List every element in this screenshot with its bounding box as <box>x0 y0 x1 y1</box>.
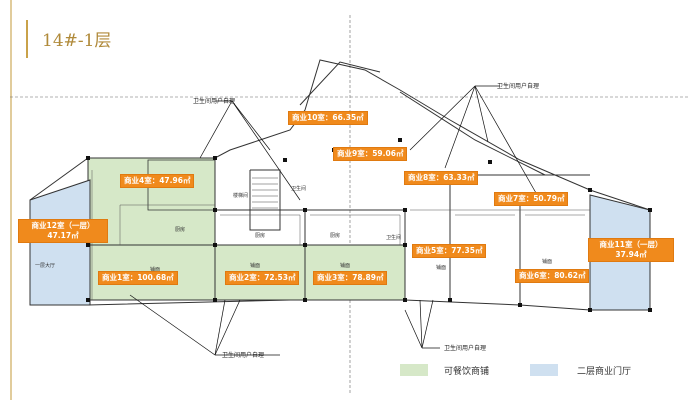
room-1-tag: 商业1室：100.68㎡ <box>98 271 178 285</box>
lobby-label: 一层大厅 <box>35 263 56 269</box>
shop-label-1: 铺面 <box>150 267 161 273</box>
kitchen-label-2: 厨房 <box>255 233 266 239</box>
room-2-tag: 商业2室：72.53㎡ <box>225 271 300 285</box>
callout-top-right: 卫生间用户自理 <box>497 83 540 90</box>
shop-label-4: 铺面 <box>436 265 447 271</box>
room-12-tag: 商业12室（一层） 47.17㎡ <box>18 219 108 243</box>
callout-leaders <box>129 85 541 356</box>
title-block: 14#-1层 <box>26 20 111 58</box>
wc-label-1: 卫生间 <box>291 186 307 192</box>
legend-blue-swatch <box>530 364 558 376</box>
legend-blue-label: 二层商业门厅 <box>577 367 632 377</box>
stair-hatch <box>252 177 278 209</box>
shop-label-2: 铺面 <box>250 263 261 269</box>
legend-green-label: 可餐饮商铺 <box>444 367 490 377</box>
room-12-tag-line2: 47.17㎡ <box>47 231 79 240</box>
shop-label-5: 铺面 <box>542 259 553 265</box>
room-9-tag: 商业9室：59.06㎡ <box>333 147 408 161</box>
room-6-tag: 商业6室：80.62㎡ <box>515 269 590 283</box>
stair-label: 楼梯间 <box>233 193 249 199</box>
left-accent-rule <box>10 0 12 400</box>
room-10-tag: 商业10室：66.35㎡ <box>288 111 368 125</box>
room-11-tag-line1: 商业11室（一层） <box>599 240 663 249</box>
shop-label-3: 铺面 <box>340 263 351 269</box>
callout-bottom-right: 卫生间用户自理 <box>444 345 487 352</box>
callout-top-left: 卫生间用户自理 <box>193 98 236 105</box>
room-7-tag: 商业7室：50.79㎡ <box>494 192 569 206</box>
room-3-tag: 商业3室：78.89㎡ <box>313 271 388 285</box>
room-8-tag: 商业8室：63.33㎡ <box>404 171 479 185</box>
page-title: 14#-1层 <box>42 31 112 51</box>
room-12-tag-line1: 商业12室（一层） <box>31 221 95 230</box>
room-5-tag: 商业5室：77.35㎡ <box>412 244 487 258</box>
kitchen-label-3: 厨房 <box>330 233 341 239</box>
room-11-tag-line2: 37.94㎡ <box>615 250 647 259</box>
legend-green-swatch <box>400 364 428 376</box>
callout-bottom-left: 卫生间用户自理 <box>222 352 265 359</box>
kitchen-label-1: 厨房 <box>175 227 186 233</box>
room-4-tag: 商业4室：47.96㎡ <box>120 174 195 188</box>
wc-label-2: 卫生间 <box>386 235 402 241</box>
room-11-tag: 商业11室（一层） 37.94㎡ <box>588 238 674 262</box>
